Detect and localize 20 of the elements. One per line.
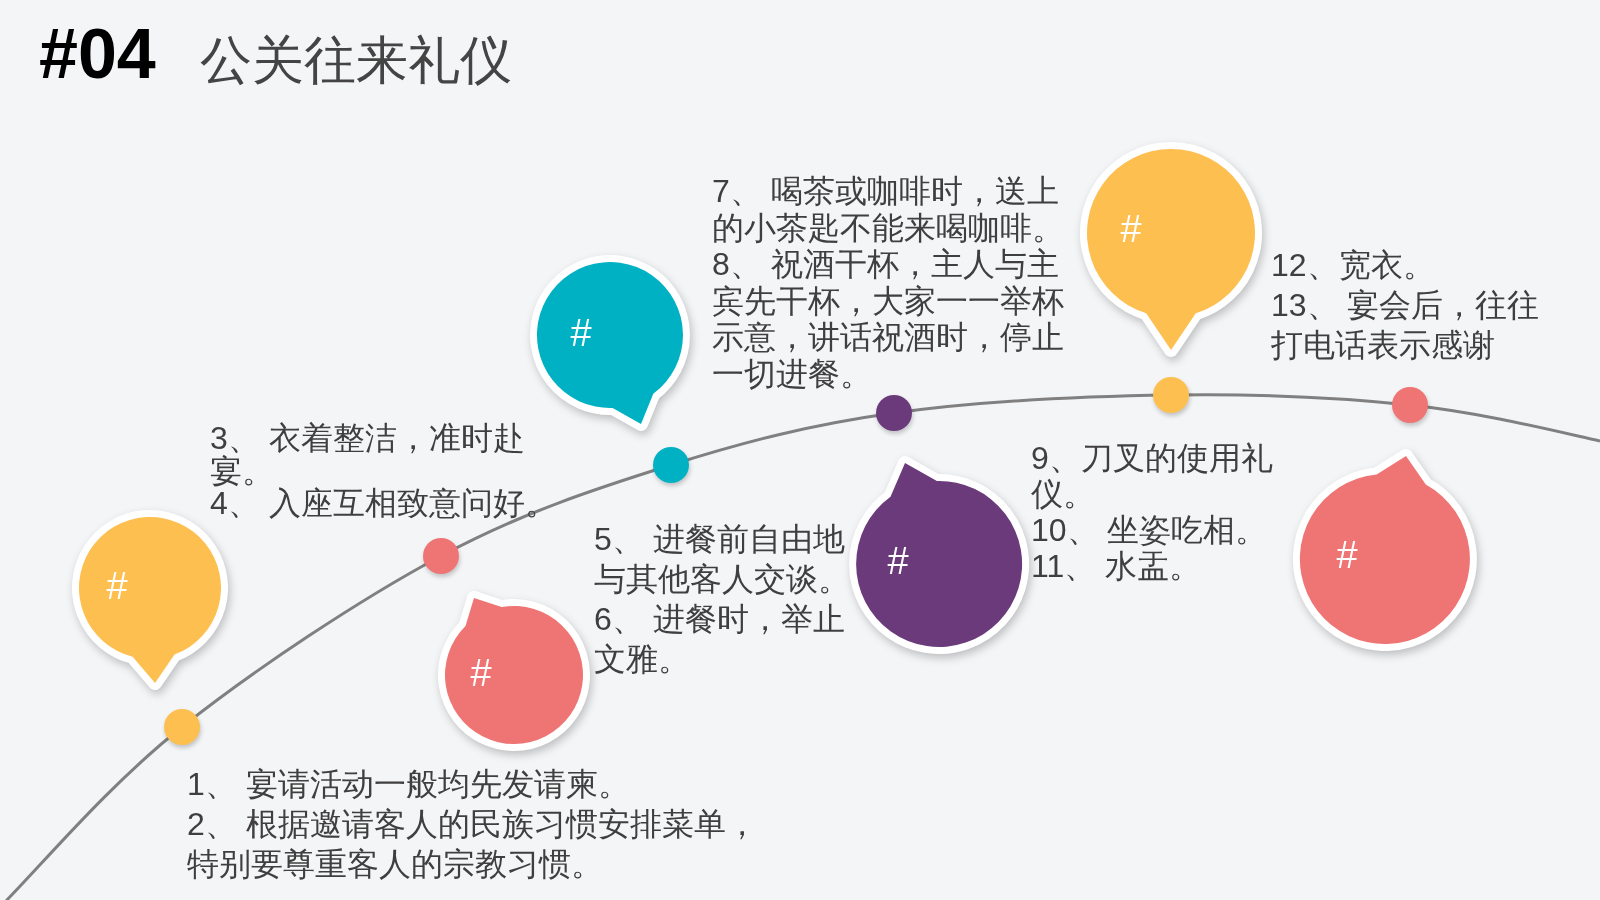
hash-label: # [106,567,128,605]
hash-label: # [470,654,492,692]
step-text: 5、 进餐前自由地与其他客人交谈。 [594,520,851,599]
hash-label: # [1120,210,1142,248]
step-text: 12、宽衣。 [1271,246,1436,285]
step-text: 1、 宴请活动一般均先发请柬。 [187,765,631,804]
step-text: 10、 坐姿吃相。 [1031,512,1269,548]
hash-label: # [1336,536,1358,574]
hash-label: # [887,542,909,580]
step-text: 4、 入座互相致意问好。 [210,487,558,520]
step-text: 7、 喝茶或咖啡时，送上的小茶匙不能来喝咖啡。 [712,173,1065,246]
slide-title: #04 公关往来礼仪 [39,14,513,95]
step-text: 2、 根据邀请客人的民族习惯安排菜单，特别要尊重客人的宗教习惯。 [187,805,759,884]
step-text: 6、 进餐时，举止文雅。 [594,600,846,679]
step-text: 9、刀叉的使用礼仪。 [1031,440,1274,512]
step-text: 13、 宴会后，往往打电话表示感谢 [1271,286,1541,365]
step-text: 3、 衣着整洁，准时赴宴。 [210,422,526,487]
step-text: 8、 祝酒干杯，主人与主宾先干杯，大家一一举杯示意，讲话祝酒时，停止一切进餐。 [712,246,1065,392]
hash-label: # [570,314,592,352]
step-text: 11、 水盂。 [1031,548,1203,584]
